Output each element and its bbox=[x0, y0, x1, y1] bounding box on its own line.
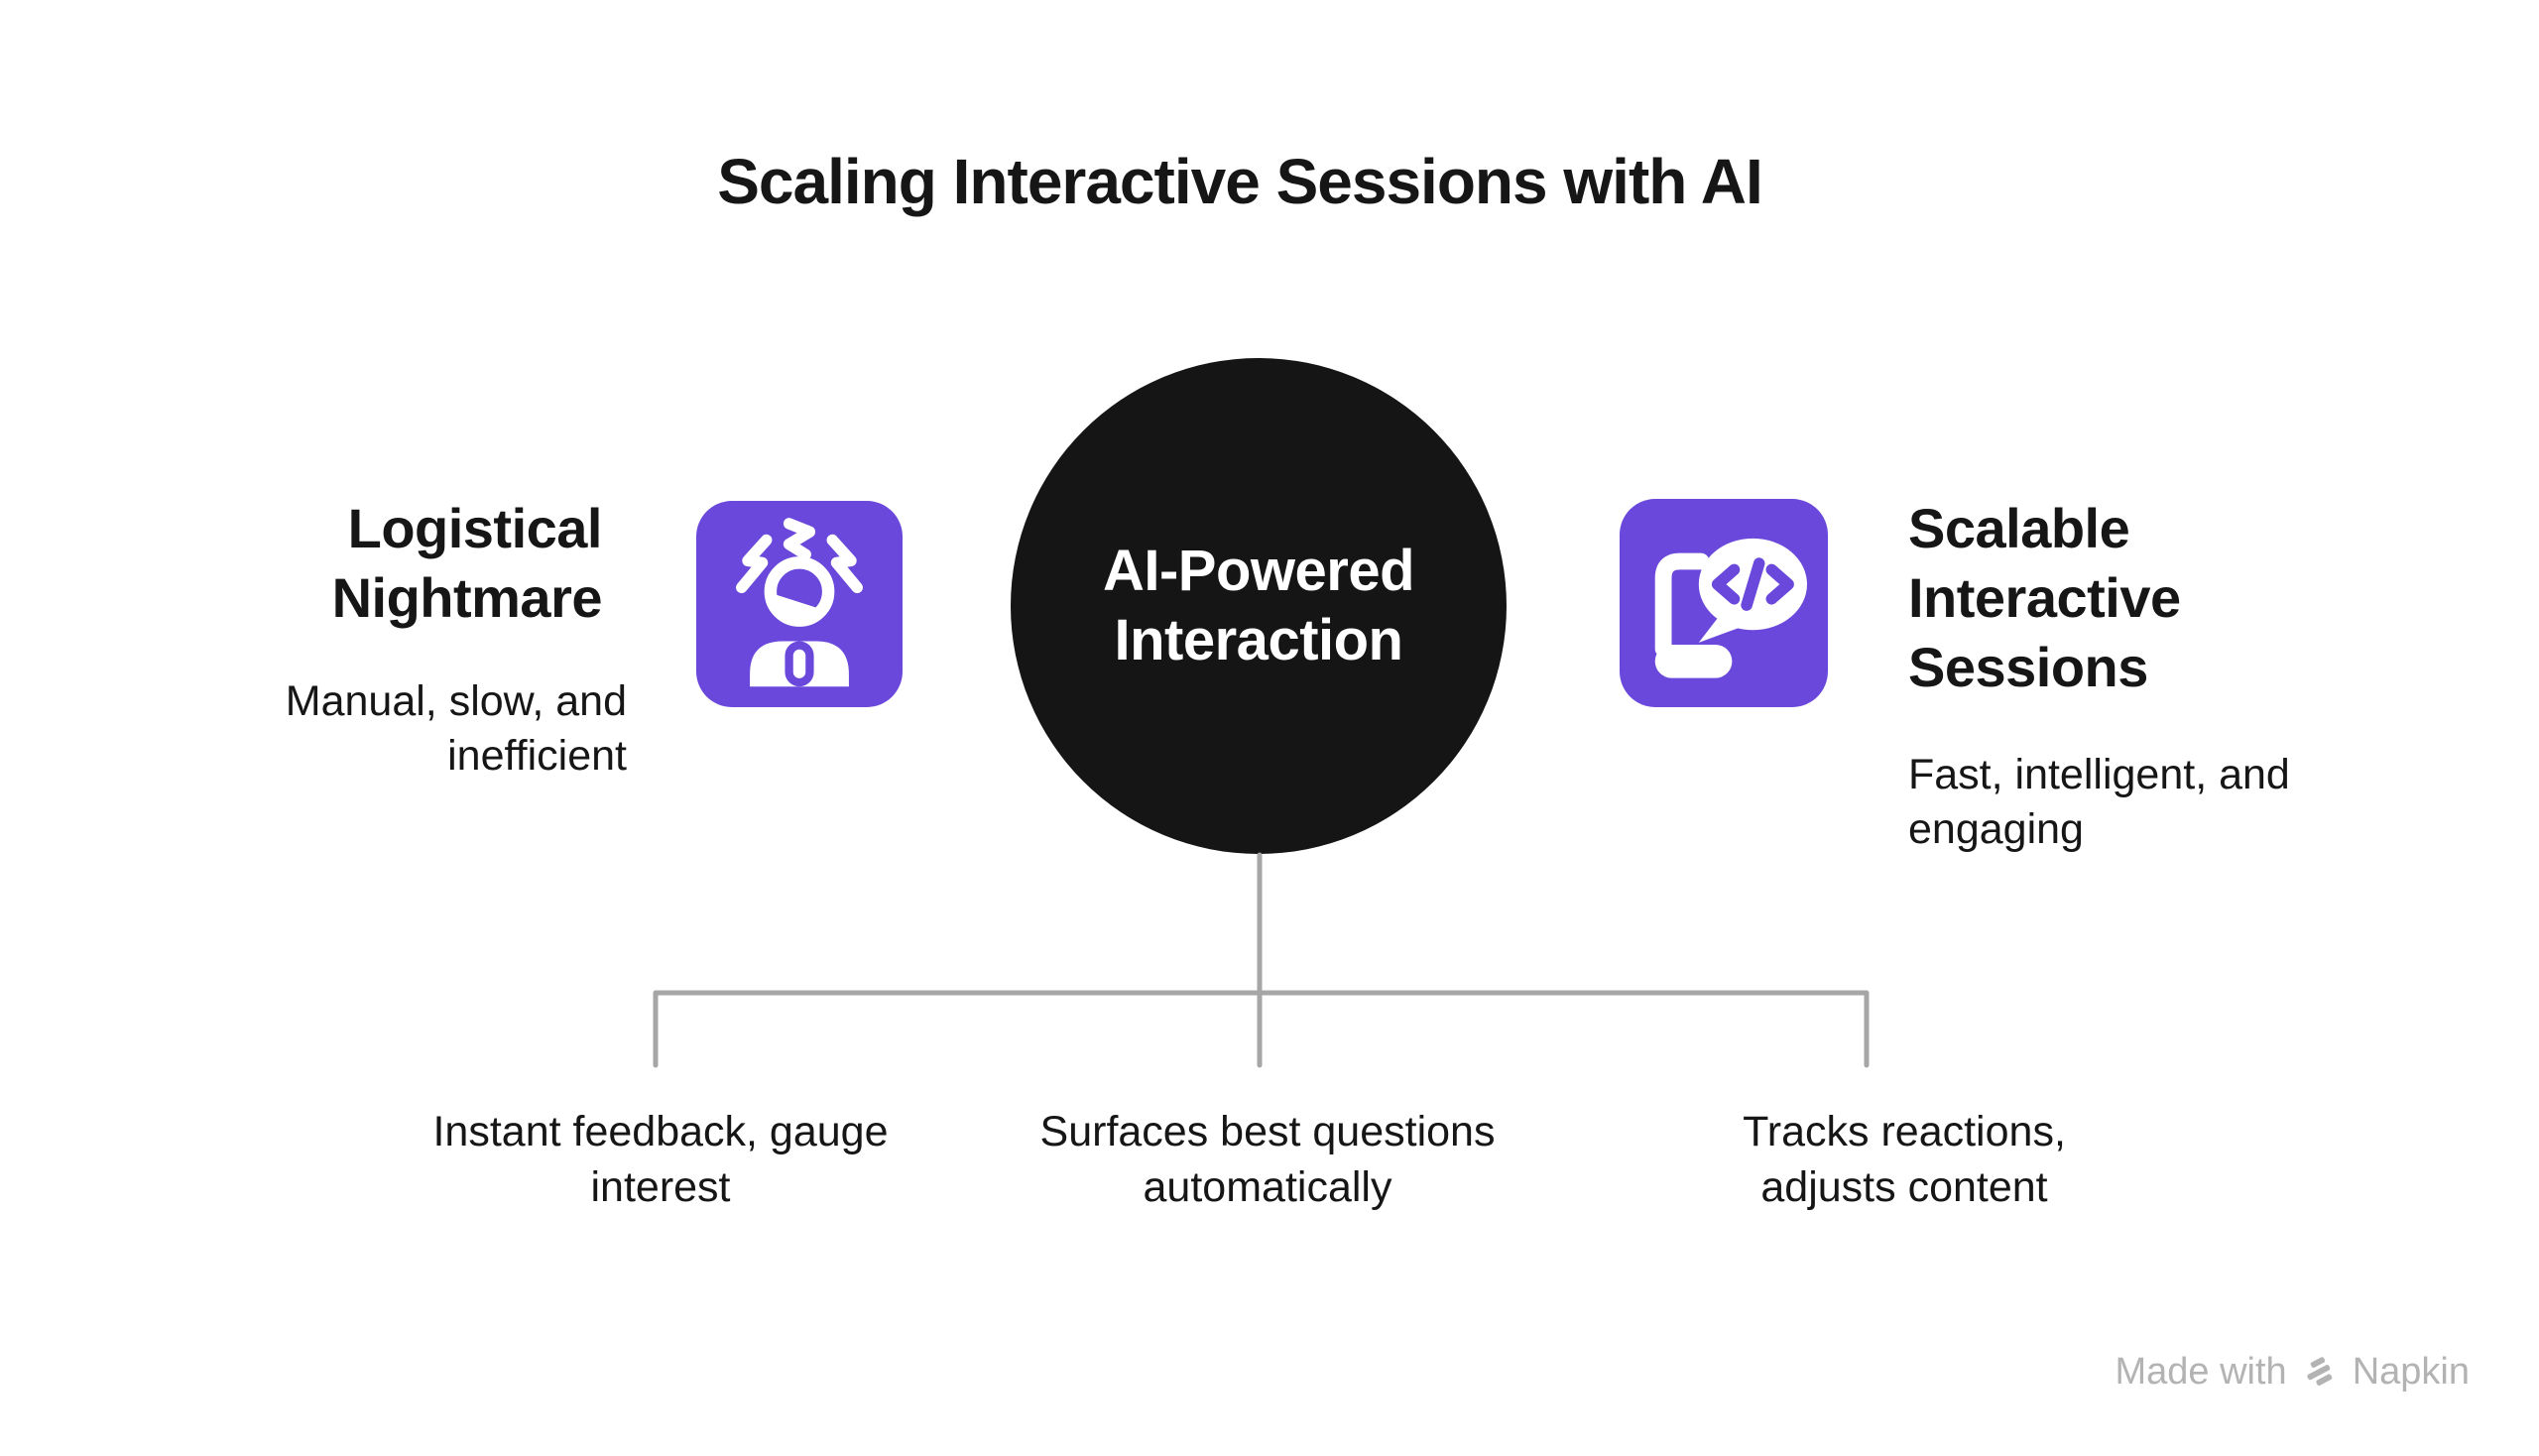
central-node: AI-Powered Interaction bbox=[1011, 358, 1507, 854]
stressed-person-icon bbox=[696, 501, 903, 707]
napkin-logo-icon bbox=[2307, 1356, 2333, 1386]
left-item-description: Manual, slow, and inefficient bbox=[285, 677, 627, 780]
branch-label-tracks-reactions: Tracks reactions, adjusts content bbox=[1743, 1108, 2066, 1211]
right-item-description: Fast, intelligent, and engaging bbox=[1908, 751, 2290, 853]
branch-label-surfaces-questions: Surfaces best questions automatically bbox=[1039, 1108, 1496, 1211]
napkin-attribution-link[interactable]: Made with Napkin bbox=[2116, 1351, 2471, 1394]
central-node-label: AI-Powered Interaction bbox=[1102, 539, 1415, 672]
branch-label-instant-feedback: Instant feedback, gauge interest bbox=[432, 1108, 889, 1211]
made-with-label: Made with bbox=[2115, 1351, 2287, 1393]
page-title: Scaling Interactive Sessions with AI bbox=[717, 146, 1763, 217]
left-item-heading: Logistical Nightmare bbox=[331, 497, 603, 629]
right-item-heading: Scalable Interactive Sessions bbox=[1908, 497, 2181, 698]
code-chat-bubble-icon bbox=[1620, 499, 1828, 707]
brand-label: Napkin bbox=[2352, 1351, 2470, 1393]
